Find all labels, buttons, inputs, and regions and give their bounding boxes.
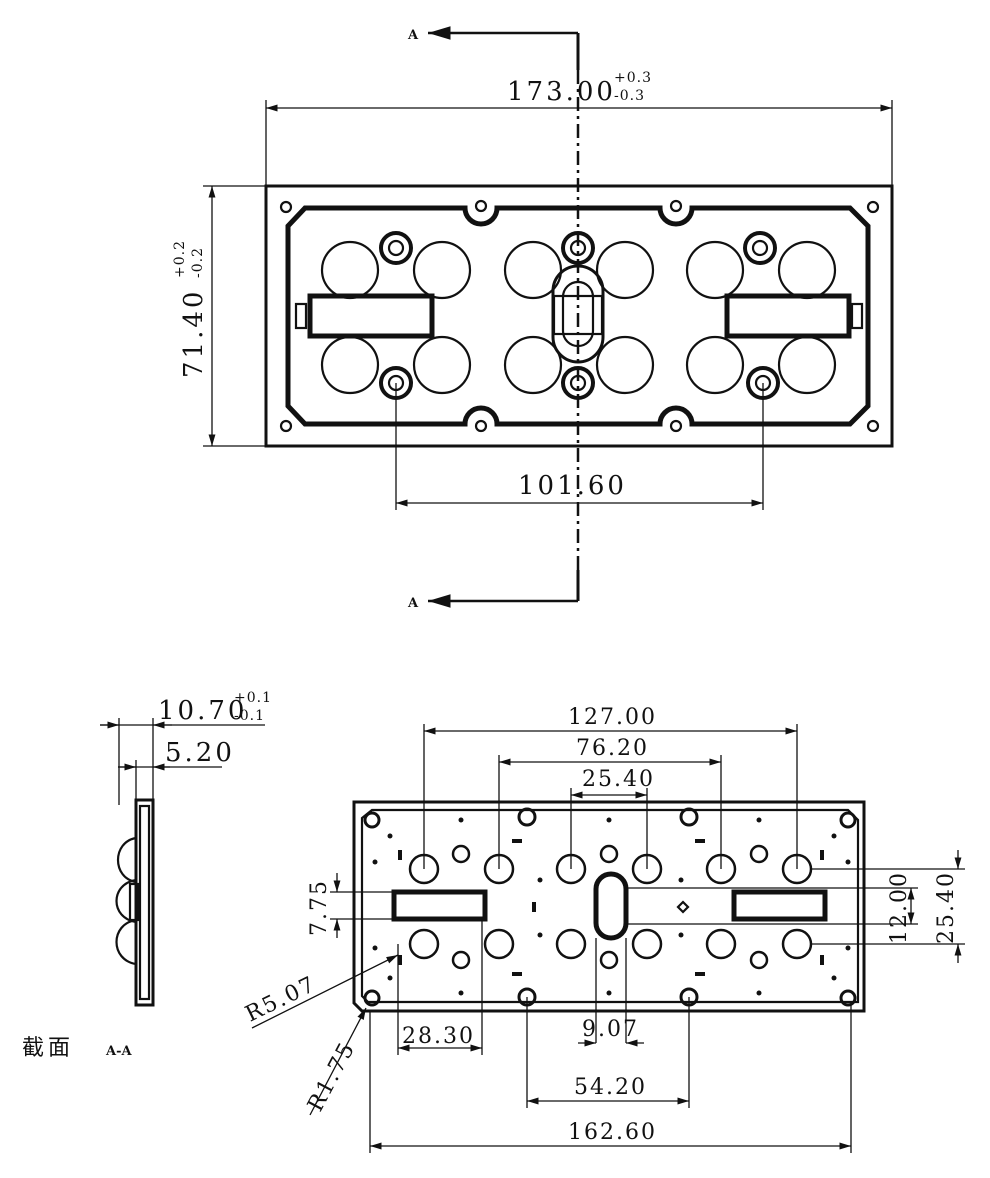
thickness-tol-plus: +0.1 bbox=[234, 690, 272, 706]
section-caption-id: A-A bbox=[105, 1044, 132, 1059]
bottom-lens-circles bbox=[408, 844, 813, 970]
dim-25-horizontal: 25.40 bbox=[582, 767, 655, 792]
inner-frame bbox=[285, 205, 871, 427]
dim-28-30: 28.30 bbox=[402, 1024, 475, 1049]
plate-outline bbox=[264, 184, 894, 448]
height-tol-minus: -0.2 bbox=[190, 247, 206, 278]
bottom-perimeter-holes bbox=[363, 807, 857, 1007]
base-value: 5.20 bbox=[165, 738, 235, 768]
width-value: 173.00 bbox=[507, 77, 616, 107]
dim-162-60: 162.60 bbox=[568, 1120, 657, 1145]
bottom-plate-outline bbox=[352, 800, 866, 1013]
lens-group-right bbox=[685, 231, 864, 400]
section-marker-top: A bbox=[407, 28, 419, 43]
top-view: A A 173.00 +0.3 -0.3 71.40 +0.2 -0.2 bbox=[172, 26, 894, 611]
thickness-tol-minus: -0.1 bbox=[234, 708, 265, 724]
lens-group-center bbox=[503, 231, 655, 400]
dim-127: 127.00 bbox=[568, 705, 657, 730]
lens-group-left bbox=[294, 231, 472, 400]
hole-spacing-dimension: 101.60 bbox=[395, 383, 764, 510]
hole-spacing-value: 101.60 bbox=[518, 471, 627, 501]
radius-1-75: R1.75 bbox=[303, 1037, 361, 1115]
section-marker-bottom: A bbox=[407, 596, 419, 611]
height-value: 71.40 bbox=[179, 289, 209, 378]
dim-76: 76.20 bbox=[576, 736, 649, 761]
bottom-small-features bbox=[372, 817, 851, 996]
radius-5-07: R5.07 bbox=[242, 972, 321, 1028]
dim-12: 12.00 bbox=[887, 871, 912, 944]
thickness-value: 10.70 bbox=[158, 696, 247, 726]
bottom-view: 127.00 76.20 25.40 7.75 12.00 25.4 bbox=[242, 705, 965, 1153]
dim-25-vertical: 25.40 bbox=[934, 871, 959, 944]
dim-9-07: 9.07 bbox=[582, 1017, 639, 1042]
height-tol-plus: +0.2 bbox=[172, 240, 188, 278]
width-tol-minus: -0.3 bbox=[614, 88, 645, 104]
width-dimension: 173.00 +0.3 -0.3 bbox=[265, 70, 893, 186]
mounting-holes bbox=[279, 199, 880, 433]
side-view: 10.70 +0.1 -0.1 5.20 截面 A-A bbox=[22, 690, 272, 1061]
dim-54-20: 54.20 bbox=[574, 1075, 647, 1100]
dim-7-75: 7.75 bbox=[307, 879, 332, 936]
section-caption: 截面 bbox=[22, 1036, 74, 1061]
width-tol-plus: +0.3 bbox=[614, 70, 652, 86]
height-dimension: 71.40 +0.2 -0.2 bbox=[172, 185, 266, 447]
section-line: A A bbox=[407, 26, 580, 611]
